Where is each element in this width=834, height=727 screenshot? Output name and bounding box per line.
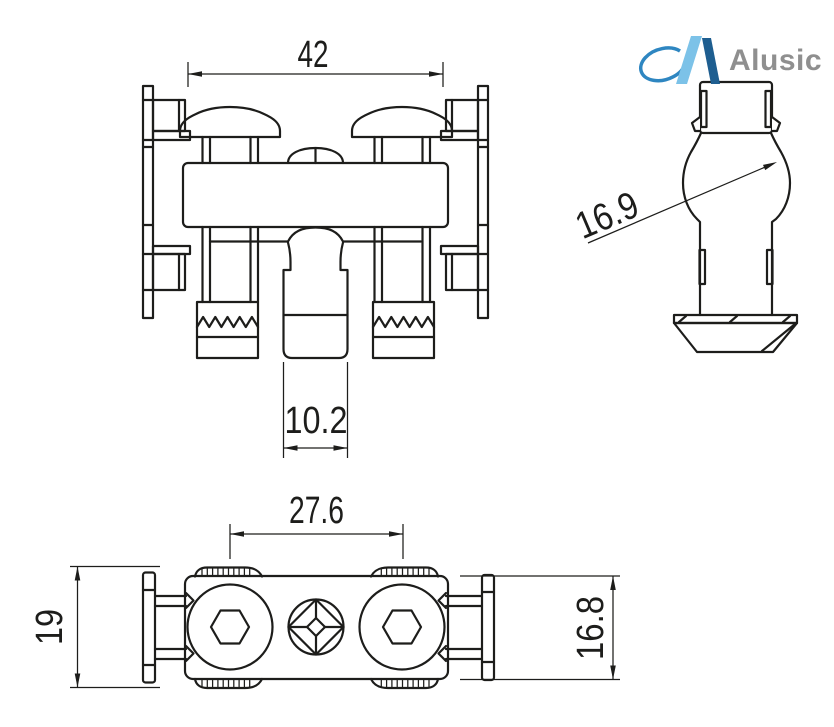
button-head-cap [350,105,454,139]
left-end-plate [141,571,157,684]
right-end-plate [480,573,496,682]
underside-hump [208,226,423,243]
center-drive [287,598,345,656]
dimension-overall-width: 19 [29,565,160,689]
bulge-right [769,131,792,317]
knurl-pads [193,566,440,690]
logo-a-right-leg [702,38,720,84]
top-view: 27.6 [29,490,620,690]
left-claw [141,84,192,320]
dim-label-screw-spacing: 27.6 [289,490,344,532]
dimension-bulge-diameter: 16.9 [570,162,777,248]
logo-a-left-leg [676,36,702,84]
dim-label-plate-width: 16.8 [570,596,612,660]
left-screw [178,105,282,360]
body-outline [183,574,450,681]
side-view: 16.9 [570,80,799,354]
center-stem [282,241,349,360]
left-claw-arms [153,591,195,663]
dim-label-clamp-span: 42 [298,34,329,76]
front-view: 42 [141,34,490,458]
connector-body [181,146,450,243]
dim-label-bulge-diameter: 16.9 [570,184,645,248]
thread-zigzag [195,315,260,329]
left-screw-head [186,583,274,671]
t-nut [672,313,799,354]
threaded-sleeve [371,300,436,360]
right-ear [770,115,782,133]
dim-label-stem-width: 10.2 [285,400,348,442]
right-screw [350,105,454,360]
right-claw-arms [437,591,484,663]
dimension-stem-width: 10.2 [282,362,349,458]
logo-swoosh [638,46,687,83]
brand-logo: Alusic [638,36,822,84]
hex-socket [209,609,251,645]
threaded-sleeve [195,300,260,360]
dim-label-overall-width: 19 [29,609,71,645]
button-head-cap [178,105,282,139]
right-claw [439,84,490,320]
left-ear [690,115,702,133]
dimension-screw-spacing: 27.6 [229,490,404,559]
dimension-clamp-span: 42 [187,34,444,87]
hex-socket [381,609,423,645]
brand-name: Alusic [729,44,822,77]
dimension-plate-width: 16.8 [460,575,620,681]
thread-zigzag [371,315,436,329]
bulge-left [681,131,703,317]
right-screw-head [358,583,446,671]
upper-block [698,80,774,135]
